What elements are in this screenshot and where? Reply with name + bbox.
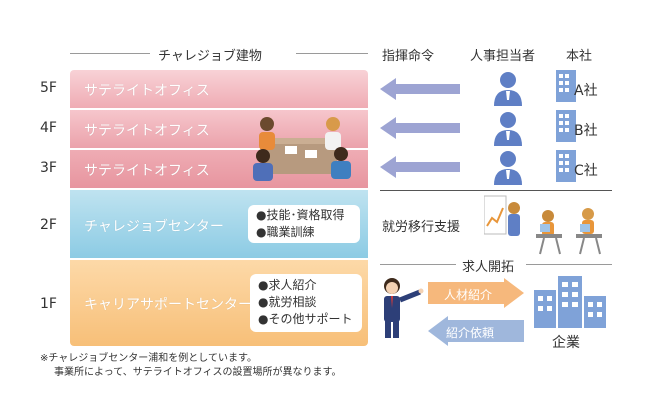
job-dev-rule-left: [380, 264, 456, 265]
company-buildings-icon: [534, 276, 606, 328]
floor-5f-title: サテライトオフィス: [84, 83, 210, 99]
footnote-line-1: ※チャレジョブセンター浦和を例としています。: [40, 353, 257, 364]
arrow-left-icon: [380, 117, 460, 139]
floor-level-2f: 2F: [40, 217, 57, 233]
floor-3f-title: サテライトオフィス: [84, 163, 210, 179]
arrow-left-icon: [380, 156, 460, 178]
request-label: 紹介依頼: [446, 326, 495, 340]
section-divider: [380, 190, 612, 191]
person-icon: [494, 112, 522, 146]
presenter-illustration: [384, 278, 424, 338]
floor-2f-item: ●職業訓練: [256, 225, 315, 239]
building-icon: [556, 150, 576, 182]
company-a-label: A社: [574, 83, 598, 99]
company-c-label: C社: [574, 163, 598, 179]
building-icon: [556, 110, 576, 142]
header-rule-left: [70, 53, 150, 54]
header-instruction: 指揮命令: [382, 49, 435, 64]
floor-level-3f: 3F: [40, 160, 57, 176]
floor-1f-services: ●求人紹介 ●就労相談 ●その他サポート: [250, 274, 362, 332]
person-icon: [494, 151, 522, 185]
employment-support-label: 就労移行支援: [382, 220, 461, 235]
meeting-illustration: [253, 117, 351, 181]
header-head-office: 本社: [566, 49, 593, 64]
floor-1f-item: ●求人紹介: [258, 278, 317, 292]
floor-1f-item: ●就労相談: [258, 295, 317, 309]
floor-1f-career: キャリアサポートセンター ●求人紹介 ●就労相談 ●その他サポート: [70, 260, 368, 346]
referral-label: 人材紹介: [444, 288, 493, 302]
floor-2f-item: ●技能･資格取得: [256, 208, 345, 222]
floor-4f-satellite: サテライトオフィス: [70, 110, 368, 148]
job-dev-title: 求人開拓: [462, 260, 515, 275]
floor-level-1f: 1F: [40, 296, 57, 312]
training-illustration: [484, 195, 602, 255]
footnote-line-2: 事業所によって、サテライトオフィスの設置場所が異なります。: [54, 367, 342, 378]
arrow-right-icon: [428, 278, 524, 308]
floor-2f-center: チャレジョブセンター ●技能･資格取得 ●職業訓練: [70, 190, 368, 258]
floor-4f-title: サテライトオフィス: [84, 123, 210, 139]
arrow-left-icon: [380, 78, 460, 100]
floor-1f-item: ●その他サポート: [258, 312, 353, 326]
header-hr-person: 人事担当者: [470, 49, 536, 64]
job-dev-rule-right: [526, 264, 612, 265]
building-title: チャレジョブ建物: [158, 49, 262, 64]
floor-1f-title: キャリアサポートセンター: [84, 297, 252, 313]
floor-5f-satellite: サテライトオフィス: [70, 70, 368, 108]
floor-2f-services: ●技能･資格取得 ●職業訓練: [248, 205, 360, 243]
building-icon: [556, 70, 576, 102]
header-rule-right: [296, 53, 368, 54]
company-b-label: B社: [574, 123, 598, 139]
company-label: 企業: [552, 335, 580, 351]
floor-level-4f: 4F: [40, 120, 57, 136]
floor-2f-title: チャレジョブセンター: [84, 219, 224, 235]
floor-level-5f: 5F: [40, 80, 57, 96]
person-icon: [494, 72, 522, 106]
arrow-left-icon: [428, 316, 524, 346]
